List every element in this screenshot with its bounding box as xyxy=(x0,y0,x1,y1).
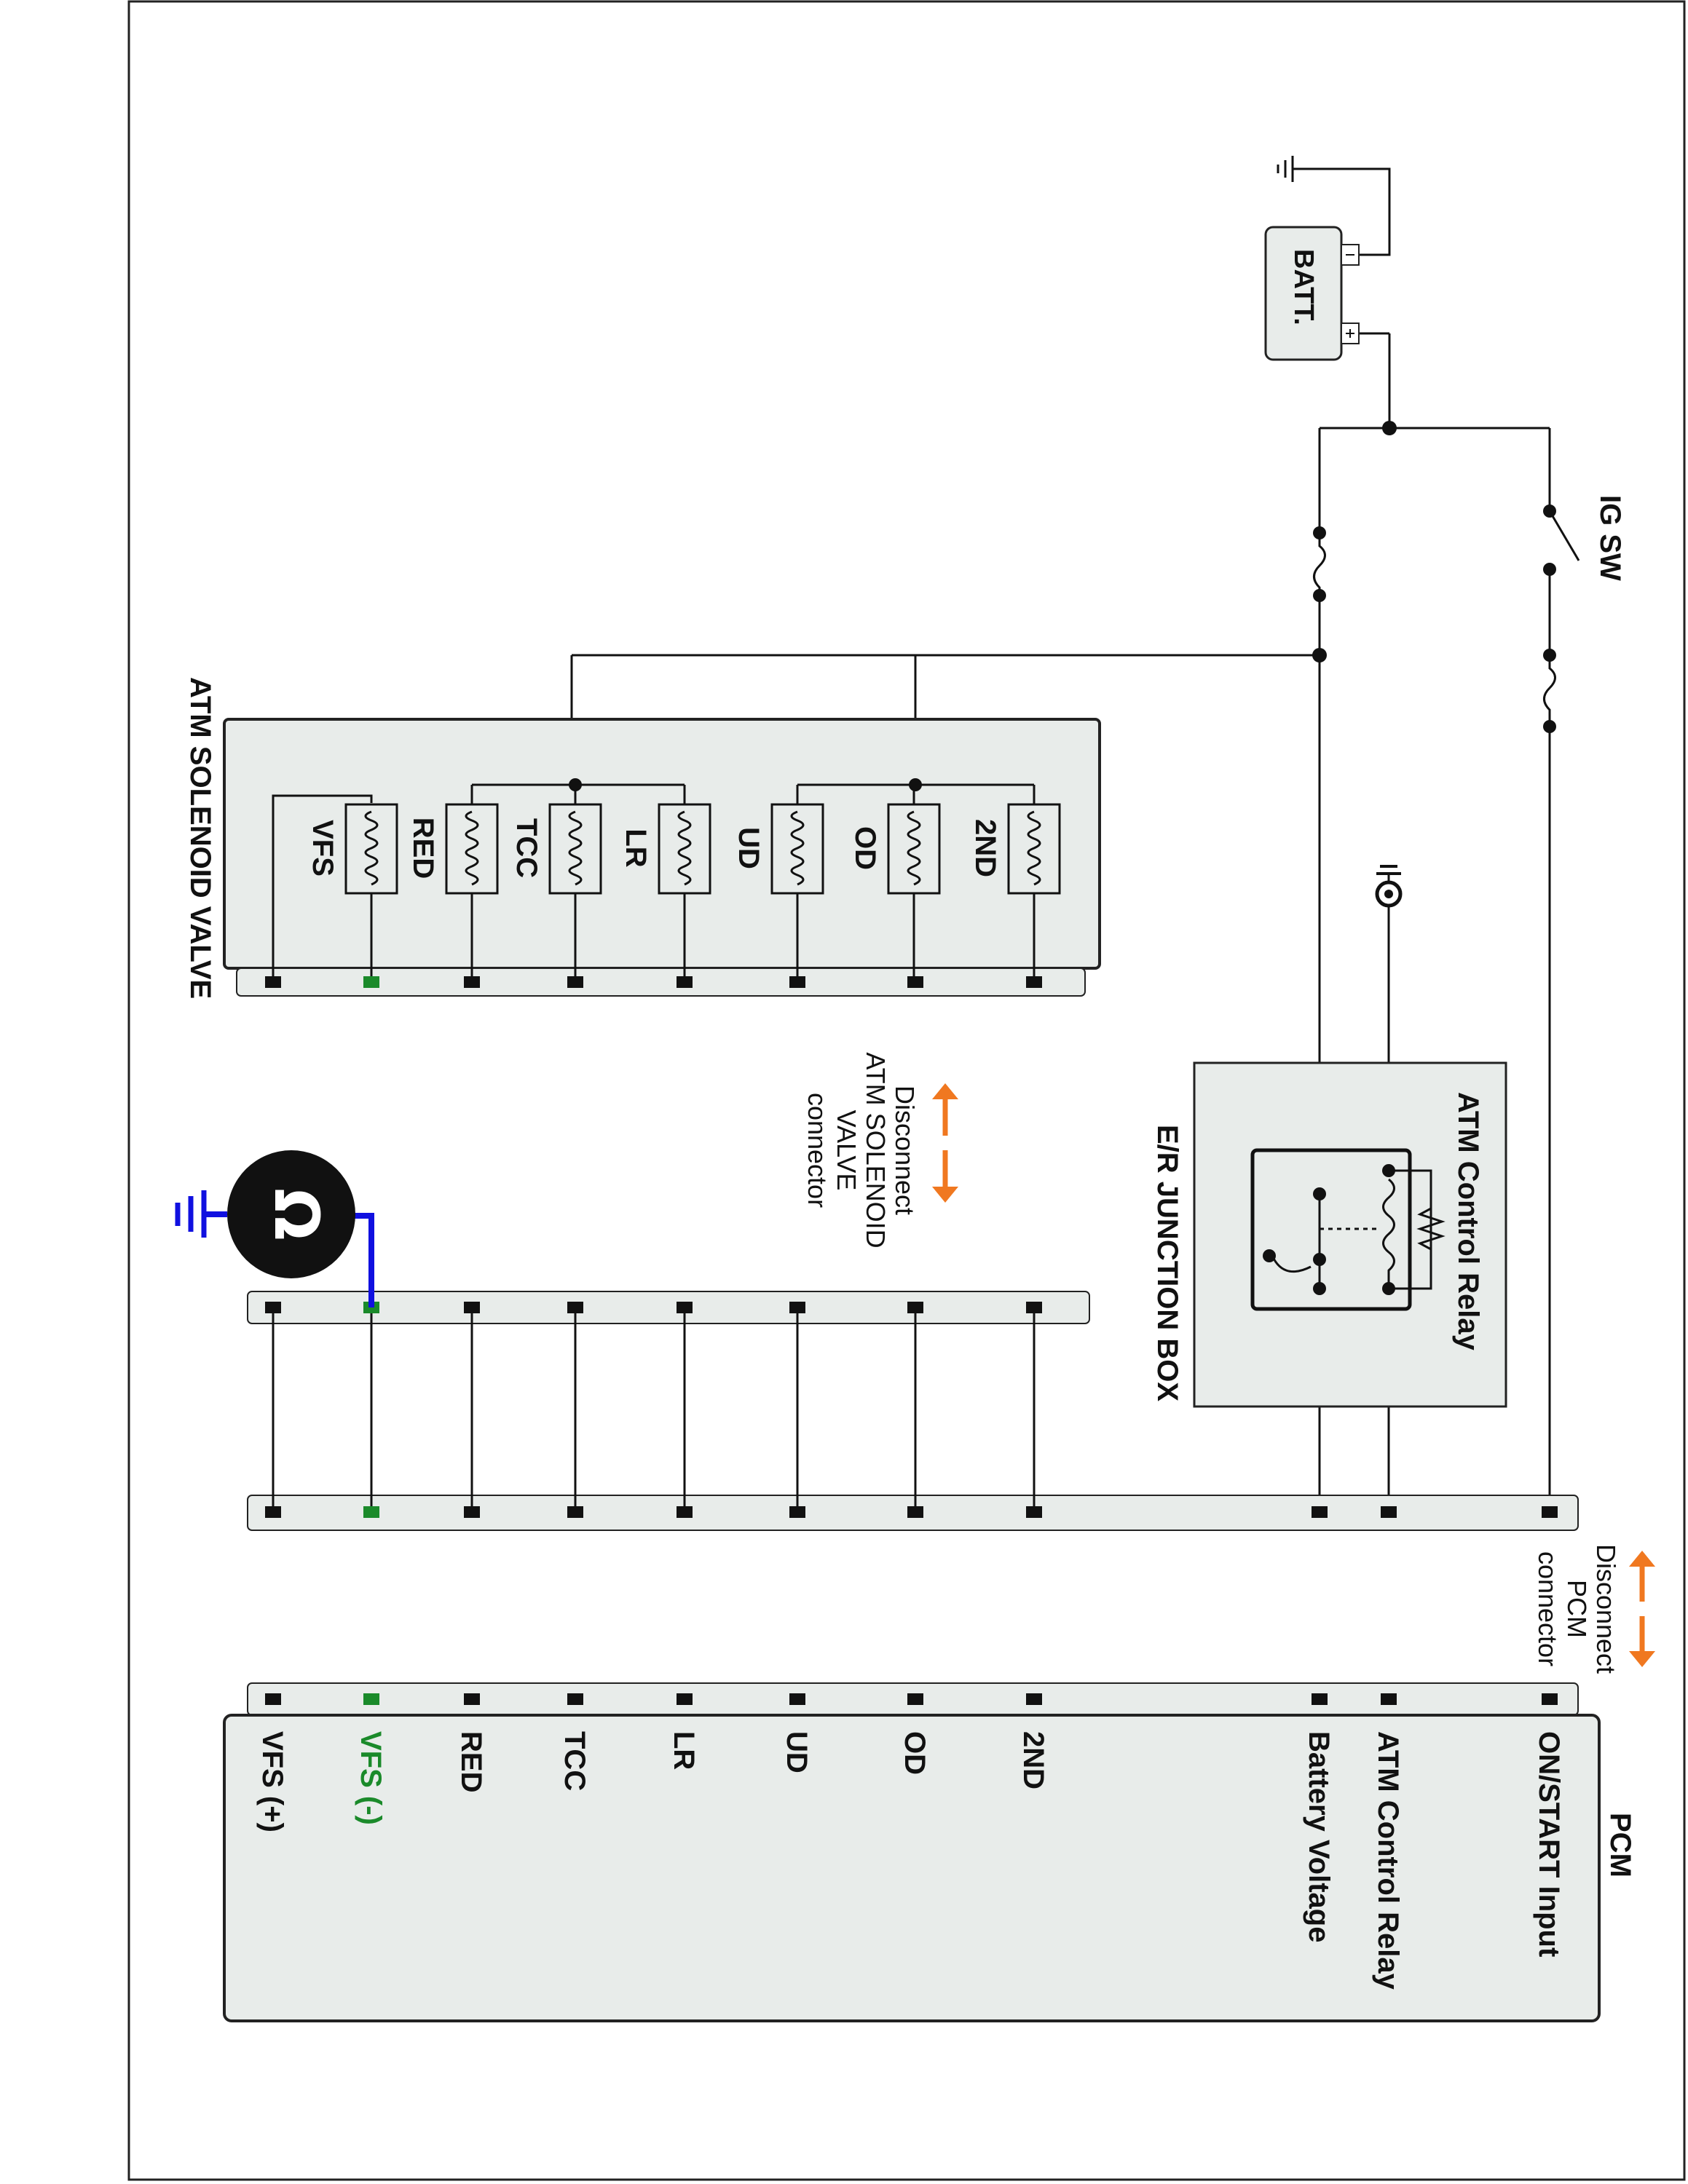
pin xyxy=(265,1693,281,1705)
pin xyxy=(1026,1693,1042,1705)
pin xyxy=(567,976,583,988)
solenoid-connector-pins xyxy=(265,976,1042,988)
solenoid-label: OD xyxy=(849,826,881,870)
junction-dots xyxy=(1312,421,1556,733)
pin xyxy=(1542,1506,1558,1518)
pin xyxy=(1026,1506,1042,1518)
pin xyxy=(464,1302,480,1313)
junction-box-label: E/R JUNCTION BOX xyxy=(1151,1125,1183,1401)
frame xyxy=(127,0,1686,2181)
solenoid-coil-tcc: TCC xyxy=(510,803,602,895)
pcm-title: PCM xyxy=(1604,1813,1636,1878)
solenoid-coils: VFS RED TCC LR UD OD 2ND xyxy=(307,803,1061,895)
ohmmeter-icon: Ω xyxy=(175,1150,374,1307)
pin xyxy=(907,976,923,988)
solenoid-label: TCC xyxy=(510,818,543,878)
ground-icon xyxy=(1277,156,1294,182)
ig-sw-label: IG SW xyxy=(1594,495,1626,581)
pin xyxy=(677,976,693,988)
connector-strip-upper xyxy=(247,1291,1090,1324)
svg-text:Disconnect: Disconnect xyxy=(890,1085,920,1215)
pcm-connector-pins xyxy=(265,1693,1558,1705)
pin xyxy=(1381,1506,1397,1518)
solenoid-label: LR xyxy=(620,828,652,867)
pin xyxy=(265,976,281,988)
disconnect-solenoid-text: Disconnect ATM SOLENOID VALVE connector xyxy=(802,1052,920,1248)
pin xyxy=(907,1693,923,1705)
pin xyxy=(1026,976,1042,988)
solenoid-label: 2ND xyxy=(969,819,1001,877)
harness-wires xyxy=(272,1307,1036,1513)
disconnect-pcm-text: Disconnect PCM connector xyxy=(1533,1544,1621,1674)
solenoid-coil-lr: LR xyxy=(620,803,711,895)
solenoid-label: RED xyxy=(407,818,439,879)
battery: BATT. xyxy=(1264,226,1360,361)
pin xyxy=(464,1506,480,1518)
relay-dots xyxy=(1263,1164,1395,1295)
pin xyxy=(363,976,379,988)
pin xyxy=(677,1506,693,1518)
pin xyxy=(1542,1693,1558,1705)
pin xyxy=(789,976,805,988)
disconnect-arrow-icon xyxy=(932,1083,958,1203)
pin xyxy=(677,1302,693,1313)
pcm-pin-label: RED xyxy=(455,1731,487,1792)
solenoid-valve-title: ATM SOLENOID VALVE xyxy=(184,677,216,999)
disconnect-arrow-icon xyxy=(1629,1551,1655,1667)
solenoid-coil-red: RED xyxy=(407,803,499,895)
pin xyxy=(907,1302,923,1313)
pcm-pin-label: 2ND xyxy=(1017,1731,1049,1789)
pcm-pin-label: OD xyxy=(899,1731,931,1775)
pin xyxy=(789,1506,805,1518)
solenoid-coil-vfs: VFS xyxy=(307,803,398,895)
relay-label: ATM Control Relay xyxy=(1452,1092,1484,1351)
solenoid-bus-dots xyxy=(569,778,922,791)
svg-text:ATM SOLENOID: ATM SOLENOID xyxy=(861,1052,891,1248)
pcm-pin-label: VFS (-) xyxy=(355,1731,387,1825)
pin xyxy=(789,1693,805,1705)
solenoid-coil-2nd: 2ND xyxy=(969,803,1061,895)
pin xyxy=(1381,1693,1397,1705)
solenoid-coil-ud: UD xyxy=(733,803,824,895)
svg-text:PCM: PCM xyxy=(1562,1580,1592,1638)
solenoid-label: UD xyxy=(733,827,765,869)
pin xyxy=(363,1693,379,1705)
pin xyxy=(677,1693,693,1705)
pin xyxy=(265,1506,281,1518)
pin xyxy=(567,1506,583,1518)
solenoid-coil-od: OD xyxy=(849,803,941,895)
harness-pins xyxy=(265,1302,1558,1518)
pin xyxy=(789,1302,805,1313)
pin xyxy=(567,1693,583,1705)
pin xyxy=(1312,1506,1328,1518)
pin xyxy=(363,1506,379,1518)
pcm-pin-labels: VFS (+) VFS (-) RED TCC LR UD OD 2ND Battery Vol… xyxy=(256,1731,1565,1990)
pin xyxy=(464,1693,480,1705)
pcm-pin-label: ON/START Input xyxy=(1533,1731,1565,1957)
pcm-pin-label: ATM Control Relay xyxy=(1372,1731,1404,1990)
pcm-pin-label: LR xyxy=(668,1731,700,1770)
pin xyxy=(1026,1302,1042,1313)
svg-text:VALVE: VALVE xyxy=(832,1110,861,1191)
svg-text:connector: connector xyxy=(1533,1551,1563,1666)
pin xyxy=(265,1302,281,1313)
pcm-pin-label: TCC xyxy=(559,1731,591,1791)
svg-text:Ω: Ω xyxy=(261,1188,332,1240)
svg-text:Disconnect: Disconnect xyxy=(1591,1544,1621,1674)
pcm-pin-label: Battery Voltage xyxy=(1303,1731,1335,1942)
svg-text:connector: connector xyxy=(802,1093,832,1208)
battery-label: BATT. xyxy=(1288,249,1319,325)
pin xyxy=(567,1302,583,1313)
pcm-pin-label: VFS (+) xyxy=(256,1731,288,1832)
ig-switch-blade xyxy=(1548,510,1580,561)
ground-icon xyxy=(1375,865,1403,908)
pin xyxy=(464,976,480,988)
pcm-pin-label: UD xyxy=(781,1731,813,1773)
solenoid-label: VFS xyxy=(307,820,339,877)
pin xyxy=(907,1506,923,1518)
pin xyxy=(1312,1693,1328,1705)
